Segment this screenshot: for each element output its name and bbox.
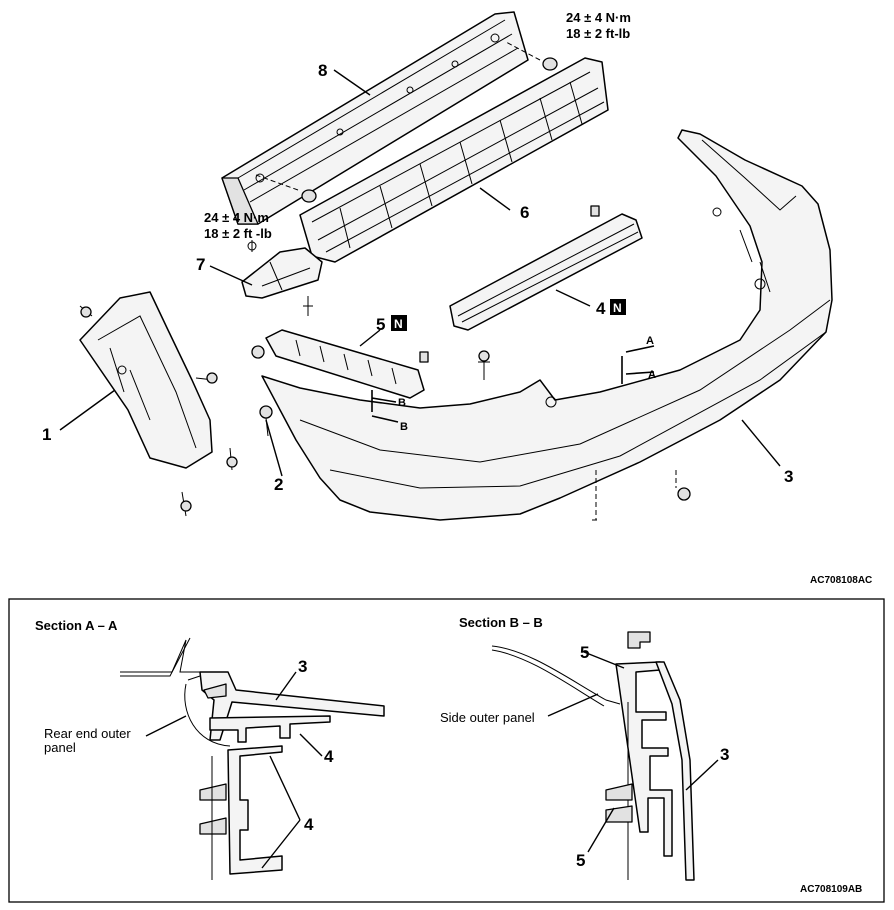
new-part-mark-4-text: N xyxy=(613,301,622,315)
section-mark-b-lower: B xyxy=(400,421,408,433)
clip-top xyxy=(590,205,600,217)
section-mark-a-lower: A xyxy=(648,369,656,381)
section-b-callout-5b: 5 xyxy=(576,851,585,870)
section-a-callout-4a: 4 xyxy=(324,747,334,766)
section-detail-frame xyxy=(8,598,885,903)
rear-end-outer-panel-label-2: panel xyxy=(44,740,76,755)
torque-lower-nm: 24 ± 4 N·m xyxy=(204,210,269,225)
part-5-side-retainer xyxy=(265,329,425,399)
callout-4: 4 xyxy=(596,299,606,318)
callout-5: 5 xyxy=(376,315,385,334)
section-mark-a-upper: A xyxy=(646,335,654,347)
callout-2: 2 xyxy=(274,475,283,494)
figure-code-top: AC708108AC xyxy=(810,575,872,586)
section-b-callout-3: 3 xyxy=(720,745,729,764)
side-outer-panel-label: Side outer panel xyxy=(440,710,535,725)
new-part-mark-5-text: N xyxy=(394,317,403,331)
callout-1: 1 xyxy=(42,425,51,444)
rear-end-outer-panel-label-1: Rear end outer xyxy=(44,726,131,741)
section-b-callout-5a: 5 xyxy=(580,643,589,662)
part-4-retainer xyxy=(449,213,643,331)
section-b-title: Section B – B xyxy=(459,615,543,630)
section-a-title: Section A – A xyxy=(35,618,118,633)
section-a-callout-3: 3 xyxy=(298,657,307,676)
torque-upper-nm: 24 ± 4 N·m xyxy=(566,10,631,25)
section-a-callout-4b: 4 xyxy=(304,815,314,834)
section-b-b: Section B – B 5 3 5 Side outer panel xyxy=(440,615,729,881)
part-1-side-bracket xyxy=(79,291,213,469)
part-3-bumper-fascia xyxy=(261,129,833,521)
new-part-mark-5 xyxy=(391,315,407,331)
figure-code-bottom: AC708109AB xyxy=(800,884,862,895)
new-part-mark-4 xyxy=(610,299,626,315)
callout-8: 8 xyxy=(318,61,327,80)
torque-upper-ftlb: 18 ± 2 ft-lb xyxy=(566,26,630,41)
nut-lower xyxy=(301,189,317,203)
callout-7: 7 xyxy=(196,255,205,274)
section-a-a: Section A – A 3 4 4 Rear end outer panel xyxy=(35,618,385,880)
callout-3: 3 xyxy=(784,467,793,486)
torque-lower-ftlb: 18 ± 2 ft -lb xyxy=(204,226,272,241)
callout-6: 6 xyxy=(520,203,529,222)
section-mark-b-upper: B xyxy=(398,397,406,409)
part-8-reinforcement xyxy=(221,11,529,225)
nut-upper xyxy=(542,57,558,71)
